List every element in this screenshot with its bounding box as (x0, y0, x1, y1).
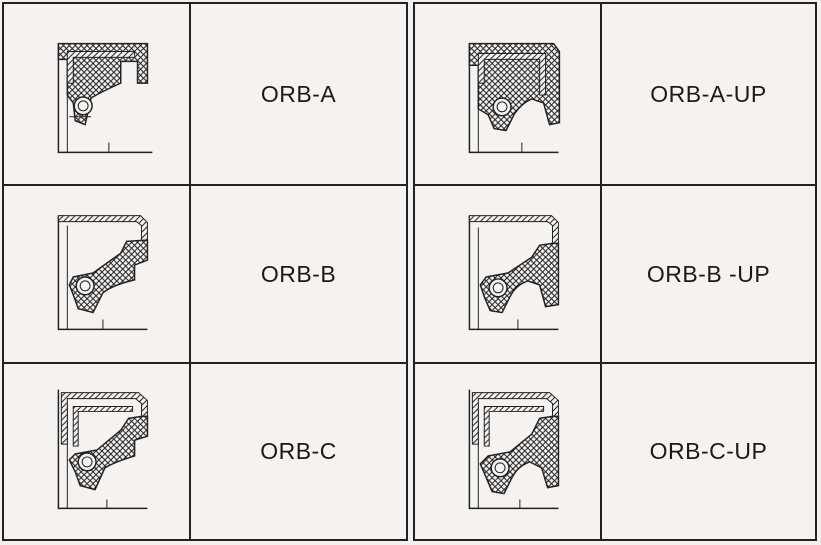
right-table-panel: ORB-A-UP ORB-B -UP (413, 2, 817, 541)
seal-row-orb-c-up: ORB-C-UP (415, 364, 815, 539)
seal-row-orb-c: ORB-C (4, 364, 406, 539)
seal-label: ORB-B (260, 260, 337, 287)
seal-label: ORB-B -UP (646, 260, 771, 287)
seal-drawing-orb-a-up (415, 4, 602, 184)
left-table-panel: ORB-A ORB-B (2, 2, 408, 541)
seal-drawing-orb-c (4, 364, 191, 539)
seal-label: ORB-C (260, 438, 337, 464)
seal-drawing-orb-b (4, 186, 191, 362)
seal-row-orb-b: ORB-B (4, 186, 406, 364)
seal-drawing-orb-a (4, 4, 191, 184)
seal-drawing-orb-c-up (415, 364, 602, 539)
seal-label: ORB-A (260, 80, 337, 107)
seal-row-orb-a-up: ORB-A-UP (415, 4, 815, 186)
seal-row-orb-b-up: ORB-B -UP (415, 186, 815, 364)
seal-label: ORB-A-UP (650, 80, 767, 107)
seal-label: ORB-C-UP (649, 438, 768, 464)
seal-row-orb-a: ORB-A (4, 4, 406, 186)
seal-drawing-orb-b-up (415, 186, 602, 362)
